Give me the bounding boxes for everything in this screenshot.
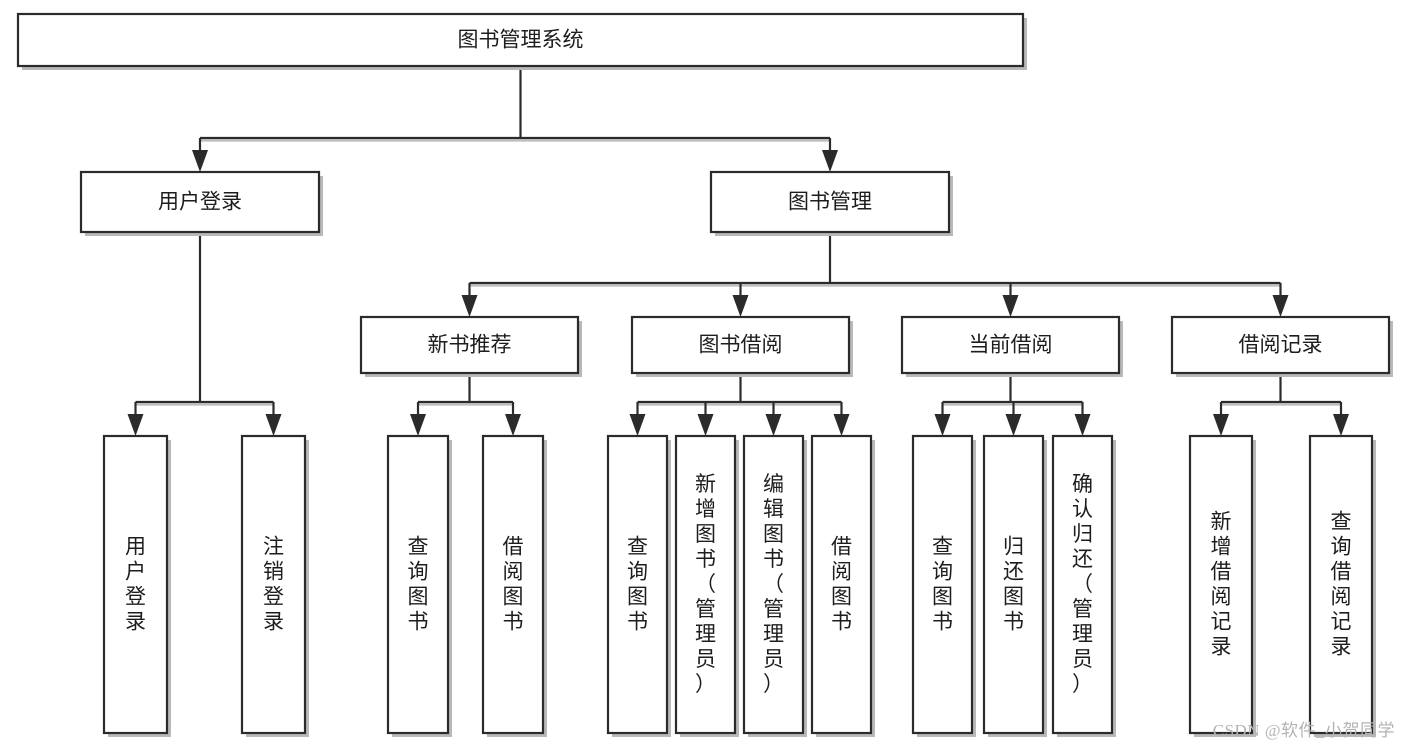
node-box[interactable] <box>1308 434 1374 735</box>
arrow-head <box>1333 414 1349 436</box>
node-box[interactable] <box>674 434 737 735</box>
node-box[interactable] <box>386 434 450 735</box>
node-label: 新增借阅记录 <box>1211 511 1232 659</box>
node-leaf-8[interactable]: 借阅图书 <box>810 434 875 737</box>
node-box[interactable] <box>102 434 169 735</box>
node-label: 归还图书 <box>1003 536 1024 634</box>
connector-layer <box>127 66 1349 436</box>
arrow-head <box>1005 414 1022 436</box>
node-box[interactable] <box>630 315 851 375</box>
node-label: 新书推荐 <box>428 334 512 357</box>
arrow-head <box>127 414 144 436</box>
node-leaf-7[interactable]: 编辑图书（管理员） <box>742 434 807 737</box>
node-box[interactable] <box>982 434 1045 735</box>
node-box[interactable] <box>359 315 580 375</box>
node-label: 确认归还（管理员） <box>1072 473 1093 696</box>
arrow-head <box>732 295 749 317</box>
node-leaf-10[interactable]: 归还图书 <box>982 434 1047 737</box>
node-label: 用户登录 <box>158 191 242 214</box>
node-current[interactable]: 当前借阅 <box>900 315 1123 377</box>
arrow-head <box>1074 414 1091 436</box>
node-leaf-3[interactable]: 查询图书 <box>386 434 452 737</box>
node-box[interactable] <box>79 170 321 234</box>
node-leaf-13[interactable]: 查询借阅记录 <box>1308 434 1376 737</box>
arrow-head <box>629 414 646 436</box>
node-leaf-6[interactable]: 新增图书（管理员） <box>674 434 739 737</box>
node-label: 借阅图书 <box>503 536 524 634</box>
node-box[interactable] <box>810 434 873 735</box>
arrow-head <box>765 414 782 436</box>
node-box[interactable] <box>1051 434 1114 735</box>
arrow-head <box>1002 295 1019 317</box>
node-leaf-12[interactable]: 新增借阅记录 <box>1188 434 1256 737</box>
node-box[interactable] <box>16 12 1025 68</box>
arrow-head <box>505 414 521 436</box>
node-box[interactable] <box>1188 434 1254 735</box>
node-box[interactable] <box>1170 315 1391 375</box>
node-box[interactable] <box>742 434 805 735</box>
node-label: 图书管理系统 <box>458 29 584 52</box>
csdn-watermark: CSDN @软件_小贺同学 <box>1212 721 1395 740</box>
node-box[interactable] <box>606 434 669 735</box>
arrow-head <box>192 150 208 172</box>
node-box[interactable] <box>900 315 1121 375</box>
arrow-head <box>1272 295 1289 317</box>
node-label: 编辑图书（管理员） <box>763 473 784 696</box>
node-label: 图书管理 <box>788 191 872 214</box>
arrow-head <box>410 414 426 436</box>
arrow-head <box>265 414 282 436</box>
arrow-head <box>934 414 951 436</box>
node-newbook[interactable]: 新书推荐 <box>359 315 582 377</box>
arrow-head <box>461 295 478 317</box>
node-box[interactable] <box>911 434 974 735</box>
node-label: 查询图书 <box>408 536 429 634</box>
arrow-head <box>697 414 714 436</box>
node-label: 查询图书 <box>932 536 953 634</box>
node-leaf-9[interactable]: 查询图书 <box>911 434 976 737</box>
node-label: 新增图书（管理员） <box>695 473 716 696</box>
node-box[interactable] <box>709 170 951 234</box>
node-login[interactable]: 用户登录 <box>79 170 323 236</box>
node-label: 查询图书 <box>627 536 648 634</box>
node-box[interactable] <box>240 434 307 735</box>
arrow-head <box>1213 414 1229 436</box>
node-label: 用户登录 <box>125 536 146 634</box>
node-box[interactable] <box>481 434 545 735</box>
node-leaf-11[interactable]: 确认归还（管理员） <box>1051 434 1116 737</box>
node-record[interactable]: 借阅记录 <box>1170 315 1393 377</box>
node-root[interactable]: 图书管理系统 <box>16 12 1027 70</box>
node-leaf-1[interactable]: 用户登录 <box>102 434 171 737</box>
node-label: 注销登录 <box>263 536 284 634</box>
node-label: 当前借阅 <box>969 334 1053 357</box>
node-leaf-2[interactable]: 注销登录 <box>240 434 309 737</box>
node-leaf-5[interactable]: 查询图书 <box>606 434 671 737</box>
node-label: 图书借阅 <box>699 334 783 357</box>
arrow-head <box>833 414 850 436</box>
node-leaf-4[interactable]: 借阅图书 <box>481 434 547 737</box>
node-label: 借阅记录 <box>1239 334 1323 357</box>
node-borrow[interactable]: 图书借阅 <box>630 315 853 377</box>
node-layer: 图书管理系统用户登录图书管理新书推荐图书借阅当前借阅借阅记录用户登录注销登录查询… <box>16 12 1393 737</box>
arrow-head <box>822 150 838 172</box>
node-label: 借阅图书 <box>831 536 852 634</box>
node-bookmgmt[interactable]: 图书管理 <box>709 170 953 236</box>
node-label: 查询借阅记录 <box>1331 511 1352 659</box>
